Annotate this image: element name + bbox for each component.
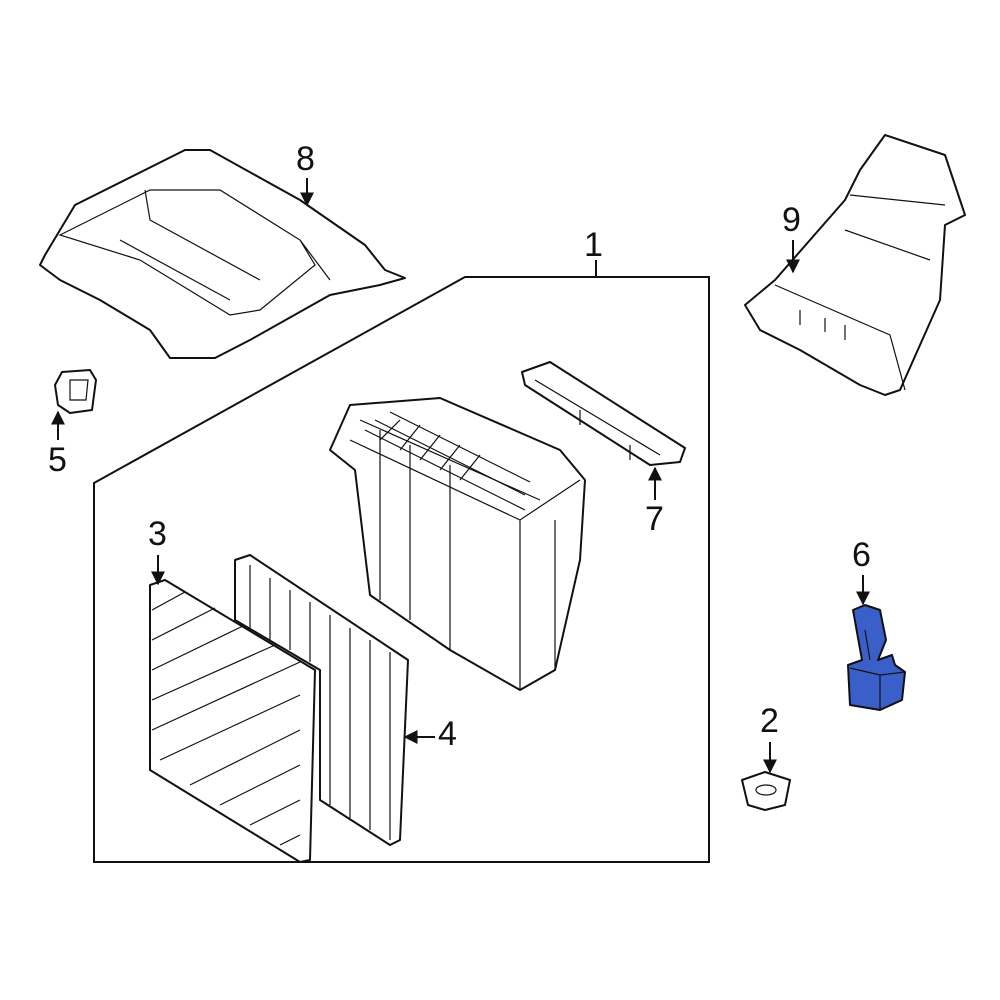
sensor-part[interactable] bbox=[847, 604, 906, 711]
duct-part[interactable] bbox=[744, 134, 966, 396]
callout-5: 5 bbox=[48, 441, 67, 479]
nut-part[interactable] bbox=[741, 771, 791, 811]
callout-6: 6 bbox=[852, 536, 871, 574]
bracket-part[interactable] bbox=[521, 361, 686, 466]
callout-7: 7 bbox=[645, 500, 664, 538]
callout-8: 8 bbox=[296, 140, 315, 178]
callout-4: 4 bbox=[438, 715, 457, 753]
callout-3: 3 bbox=[148, 515, 167, 553]
clip-part[interactable] bbox=[54, 369, 97, 414]
callout-1: 1 bbox=[584, 226, 603, 264]
assembly-outline bbox=[93, 276, 710, 863]
callout-2: 2 bbox=[760, 702, 779, 740]
cover-part[interactable] bbox=[39, 149, 406, 359]
callout-9: 9 bbox=[782, 201, 801, 239]
filter-part-3[interactable] bbox=[149, 579, 316, 863]
housing-part[interactable] bbox=[329, 397, 586, 691]
filter-part-4[interactable] bbox=[234, 554, 409, 846]
